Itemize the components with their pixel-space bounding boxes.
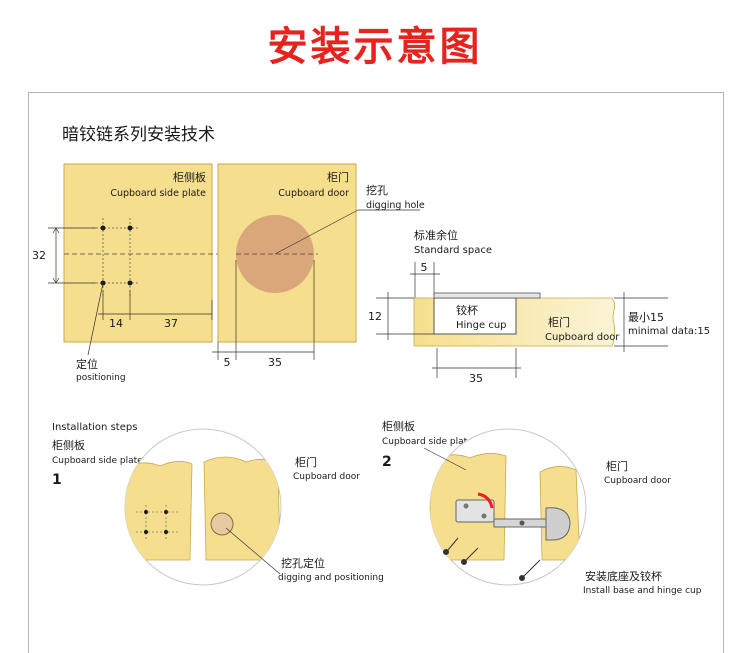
hinge-cup-flange (433, 292, 541, 299)
dimension-5-35 (212, 260, 315, 360)
step1-door-cn: 柜门 (295, 455, 317, 469)
dimension-35-section-label: 35 (469, 372, 483, 385)
dimension-32-label: 32 (32, 249, 46, 262)
section-door-en: Cupboard door (545, 332, 620, 343)
hole-leader (274, 209, 359, 255)
dimension-32 (48, 227, 96, 284)
positioning-en: positioning (76, 373, 126, 383)
hinge-cup-step2 (545, 507, 571, 541)
door-label-en: Cupboard door (278, 188, 349, 199)
step1-door-en: Cupboard door (293, 472, 360, 482)
step-1-diagram: 柜侧板 Cupboard side plate 1 柜 (52, 428, 384, 586)
standard-space-dim-label: 5 (421, 261, 428, 274)
dimension-35-section (432, 348, 521, 378)
hinge-cup-cn: 铰杯 (456, 303, 478, 317)
hinge-cup-en: Hinge cup (456, 320, 507, 331)
standard-space-dimension (410, 262, 440, 300)
step1-number: 1 (52, 472, 62, 488)
installation-diagram: 暗铰链系列安装技术 柜侧板 Cupboard side plate (32, 125, 710, 596)
minimal-en: minimal data:15 (628, 326, 710, 337)
standard-space-cn: 标准余位 (414, 228, 458, 242)
step-2-diagram: 柜侧板 Cupboard side plate 2 (382, 419, 702, 596)
section-subtitle: 暗铰链系列安装技术 (62, 125, 215, 145)
dimension-14-label: 14 (109, 317, 123, 330)
dimension-12 (376, 292, 434, 340)
step2-side-en: Cupboard side plate (382, 437, 473, 447)
side-plate-label-en: Cupboard side plate (110, 188, 206, 199)
hinge-cup (433, 297, 517, 335)
hole-label-en: digging hole (366, 200, 425, 211)
step2-number: 2 (382, 454, 392, 470)
mounting-plate (455, 499, 495, 523)
hole-dot (127, 225, 133, 231)
cupboard-door-panel: 柜门 Cupboard door 挖孔 digging hole 5 35 (212, 163, 425, 369)
hole-dot (127, 280, 133, 286)
standard-space-en: Standard space (414, 245, 492, 256)
step2-door-en: Cupboard door (604, 476, 671, 486)
dimension-5-label: 5 (224, 356, 231, 369)
positioning-cn: 定位 (76, 357, 98, 371)
step2-install-en: Install base and hinge cup (583, 586, 702, 596)
dimension-37-label: 37 (164, 317, 178, 330)
dimension-14-37 (98, 290, 213, 320)
step2-door-cn: 柜门 (606, 459, 628, 473)
page: 安装示意图 暗铰链系列安装技术 柜侧板 Cupboard side plate (28, 24, 724, 653)
positioning-leader (87, 282, 104, 356)
hole-dot (100, 225, 106, 231)
door-label-cn: 柜门 (327, 170, 349, 184)
assembly-arrow-icon (477, 492, 494, 509)
hole-label-cn: 挖孔 (366, 183, 388, 197)
step2-side-cn: 柜侧板 (382, 419, 415, 433)
side-plate-label-cn: 柜侧板 (173, 170, 206, 184)
steps-heading: Installation steps (52, 422, 137, 433)
step2-install-cn: 安装底座及铰杯 (585, 569, 662, 583)
dimension-12-label: 12 (368, 310, 382, 323)
minimal-cn: 最小15 (628, 311, 664, 324)
step1-dig-cn: 挖孔定位 (281, 556, 325, 570)
section-door-cn: 柜门 (548, 315, 570, 329)
step1-dig-en: digging and positioning (278, 573, 384, 583)
cross-section-diagram: 标准余位 Standard space 5 铰杯 Hinge cup 柜门 Cu… (368, 228, 710, 385)
dimension-min-15 (614, 292, 668, 352)
step1-leader (225, 527, 281, 575)
step1-side-cn: 柜侧板 (52, 438, 85, 452)
dimension-35-label: 35 (268, 356, 282, 369)
page-title: 安装示意图 (267, 24, 483, 70)
step1-side-en: Cupboard side plate (52, 456, 143, 466)
diagram-frame (28, 92, 724, 653)
screws (443, 537, 541, 581)
